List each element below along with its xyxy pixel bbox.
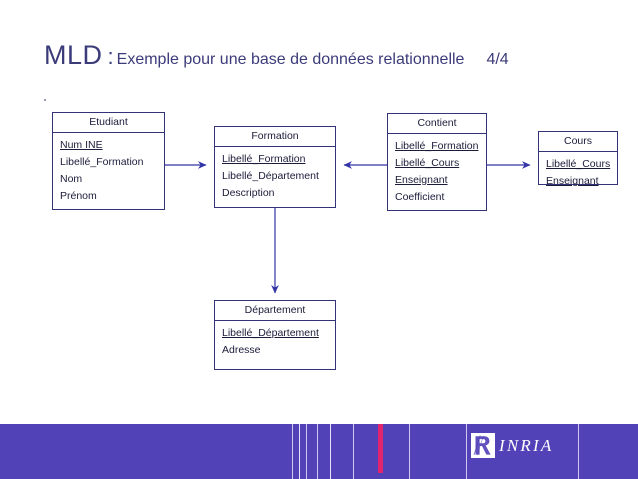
attribute: Description — [222, 187, 275, 199]
attribute: Adresse — [222, 344, 261, 356]
footer-line — [353, 424, 354, 479]
entity-cours-attributes: Libellé_Cours Enseignant — [539, 152, 617, 195]
relational-diagram: Etudiant Num INE Libellé_Formation Nom P… — [44, 99, 618, 370]
entity-cours-title: Cours — [539, 132, 617, 152]
attribute: Prénom — [60, 190, 97, 202]
attribute: Libellé_Cours — [395, 157, 460, 169]
attribute: Libellé_Formation — [222, 153, 306, 165]
artifact-speck — [44, 99, 46, 101]
entity-contient-attributes: Libellé_Formation Libellé_Cours Enseigna… — [388, 134, 486, 211]
entity-cours[interactable]: Cours Libellé_Cours Enseignant — [538, 131, 618, 187]
attribute: Coefficient — [395, 191, 445, 203]
entity-contient-title: Contient — [388, 114, 486, 134]
footer-accent-bar — [378, 424, 383, 473]
attribute: Libellé_Département — [222, 327, 319, 339]
attribute: Libellé_Formation — [395, 140, 479, 152]
slide-page-number: 4/4 — [486, 51, 509, 68]
entity-formation-attributes: Libellé_Formation Libellé_Département De… — [215, 147, 335, 207]
attribute: Libellé_Formation — [60, 156, 144, 168]
entity-departement-attributes: Libellé_Département Adresse — [215, 321, 335, 364]
page-title: MLD:Exemple pour une base de données rel… — [44, 40, 614, 76]
footer-line — [292, 424, 293, 479]
diagram-connectors — [165, 161, 531, 294]
entity-formation[interactable]: Formation Libellé_Formation Libellé_Dépa… — [214, 126, 336, 208]
footer-line — [317, 424, 318, 479]
attribute: Enseignant — [395, 174, 448, 186]
attribute: Libellé_Département — [222, 170, 319, 182]
footer-line — [409, 424, 410, 479]
entity-contient[interactable]: Contient Libellé_Formation Libellé_Cours… — [387, 113, 487, 211]
entity-etudiant-attributes: Num INE Libellé_Formation Nom Prénom — [53, 133, 164, 210]
title-colon: : — [107, 44, 114, 69]
footer-line — [466, 424, 467, 479]
attribute: Num INE — [60, 139, 103, 151]
attribute: Libellé_Cours — [546, 158, 611, 170]
inria-r-logo-icon — [471, 432, 495, 458]
footer-line — [330, 424, 331, 479]
inria-logo-text: INRIA — [499, 435, 554, 455]
footer-bar — [0, 424, 638, 479]
entity-etudiant-title: Etudiant — [53, 113, 164, 133]
attribute: Enseignant — [546, 175, 599, 187]
entity-etudiant[interactable]: Etudiant Num INE Libellé_Formation Nom P… — [52, 112, 165, 210]
attribute: Nom — [60, 173, 83, 185]
entity-departement[interactable]: Département Libellé_Département Adresse — [214, 300, 336, 370]
footer-line — [306, 424, 307, 479]
footer-line — [578, 424, 579, 479]
title-subtitle-text: Exemple pour une base de données relatio… — [116, 51, 465, 68]
footer-line — [299, 424, 300, 479]
inria-logo: INRIA — [471, 432, 553, 458]
title-main-text: MLD — [44, 40, 103, 70]
entity-formation-title: Formation — [215, 127, 335, 147]
entity-departement-title: Département — [215, 301, 335, 321]
